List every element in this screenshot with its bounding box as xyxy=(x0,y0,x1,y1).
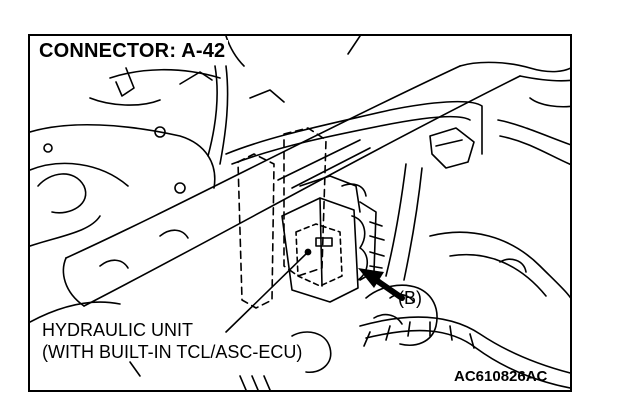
figure-code: AC610826AC xyxy=(454,368,548,385)
hand-illustration xyxy=(291,284,438,373)
connector-title: CONNECTOR: A-42 xyxy=(36,40,229,63)
brake-lines xyxy=(225,100,483,189)
figure-frame: CONNECTOR: A-42 HYDRAULIC UNIT (WITH BUI… xyxy=(28,34,572,392)
hydraulic-unit xyxy=(281,175,385,303)
connector-marker: (B) xyxy=(398,288,422,308)
engine-bay-illustration xyxy=(30,36,570,390)
pointer-arrow xyxy=(358,268,405,301)
component-label: HYDRAULIC UNIT (WITH BUILT-IN TCL/ASC-EC… xyxy=(42,319,302,363)
component-label-line2: (WITH BUILT-IN TCL/ASC-ECU) xyxy=(42,342,303,362)
upper-frame xyxy=(89,36,361,165)
fender-member xyxy=(62,61,570,307)
leader-dot xyxy=(304,248,312,256)
leader-line xyxy=(225,251,309,333)
strut-tower xyxy=(30,123,216,247)
lower-structure xyxy=(30,301,271,390)
hoses-right xyxy=(359,97,570,389)
component-label-line1: HYDRAULIC UNIT xyxy=(42,320,194,340)
